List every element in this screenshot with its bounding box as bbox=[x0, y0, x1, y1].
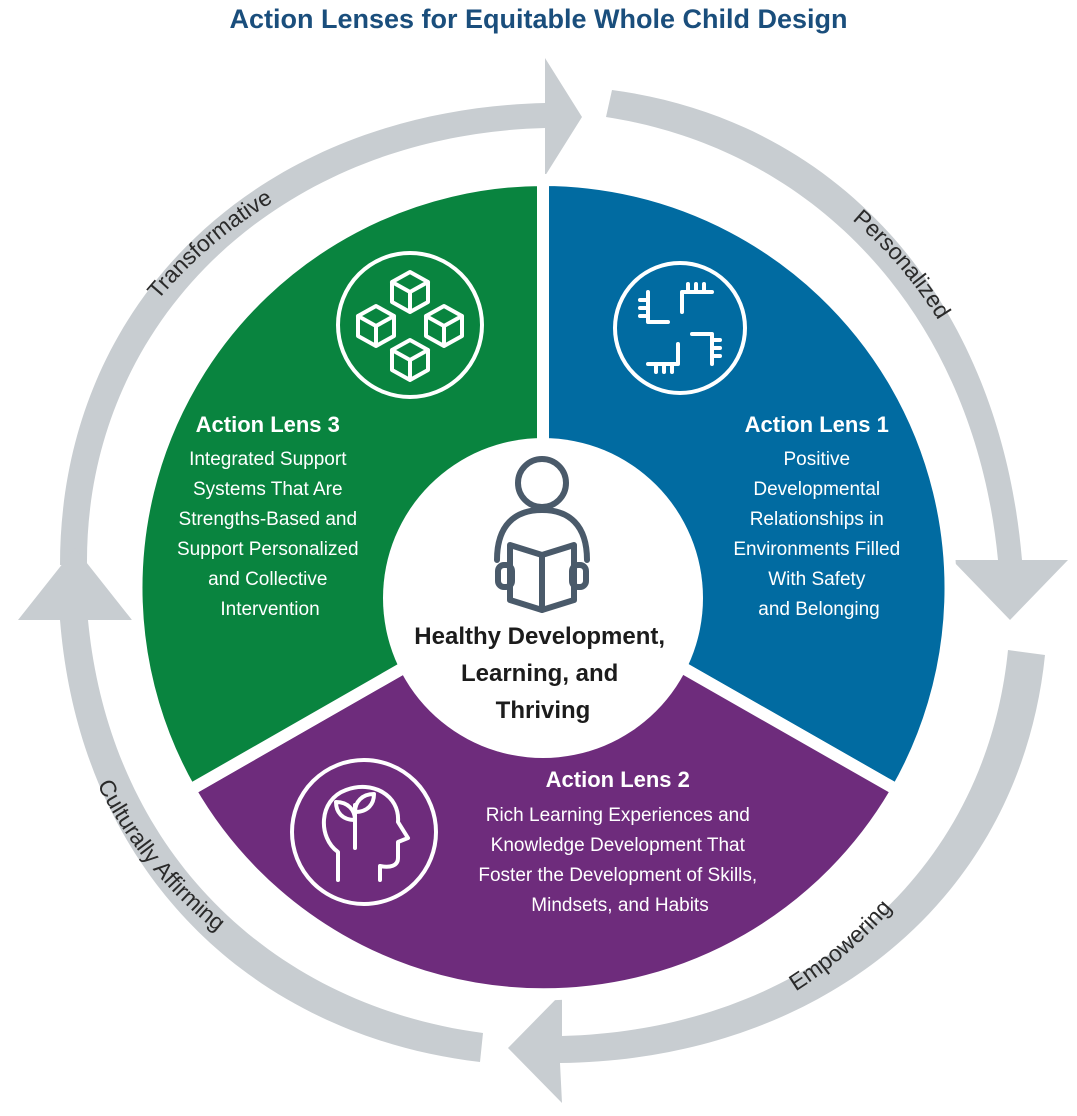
diagram-title: Action Lenses for Equitable Whole Child … bbox=[229, 4, 848, 34]
arrow-culturally-affirming bbox=[18, 548, 483, 1062]
center-line-3: Thriving bbox=[496, 697, 591, 724]
ring-label-transformative: Transformative bbox=[142, 184, 276, 304]
lens-3-heading: Action Lens 3 bbox=[196, 412, 340, 437]
hands-circle-icon bbox=[613, 261, 747, 395]
center-text: Healthy Development, Learning, and Thriv… bbox=[414, 623, 671, 724]
head-sprout-icon bbox=[290, 758, 438, 906]
arrow-personalized bbox=[606, 90, 1068, 620]
arrow-empowering bbox=[508, 650, 1045, 1103]
lens-1-heading: Action Lens 1 bbox=[745, 412, 889, 437]
lens-3-text: Action Lens 3 Integrated Support Systems… bbox=[177, 412, 363, 620]
connected-cubes-icon bbox=[336, 251, 484, 399]
reading-person-icon bbox=[494, 456, 590, 613]
ring-label-personalized: Personalized bbox=[849, 204, 956, 323]
outer-arrow-ring bbox=[18, 58, 1068, 1103]
center-line-2: Learning, and bbox=[461, 660, 618, 687]
lens-1-text: Action Lens 1 Positive Developmental Rel… bbox=[733, 412, 904, 620]
arrow-transformative bbox=[60, 58, 582, 565]
lens-2-text: Action Lens 2 Rich Learning Experiences … bbox=[478, 767, 761, 916]
lens-2-heading: Action Lens 2 bbox=[546, 767, 690, 792]
center-line-1: Healthy Development, bbox=[414, 623, 665, 650]
